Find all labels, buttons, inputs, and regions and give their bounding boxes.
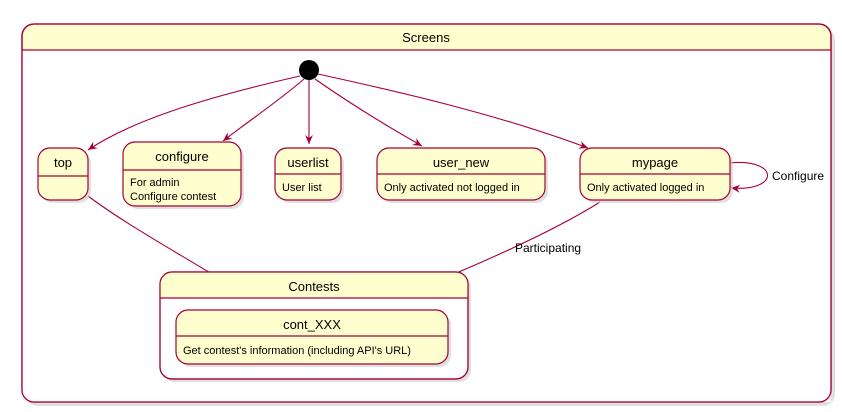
arrow-init-mypage [317, 73, 589, 149]
state-user-new-name: user_new [433, 155, 490, 170]
state-top-name: top [54, 155, 72, 170]
state-top: top [37, 147, 91, 203]
arrow-init-top [87, 75, 301, 151]
state-configure-name: configure [155, 149, 208, 164]
state-userlist-name: userlist [287, 155, 329, 170]
contests-title: Contests [288, 279, 340, 294]
initial-state [299, 60, 319, 80]
state-user-new: user_new Only activated not logged in [376, 147, 548, 203]
state-configure-desc-2: Configure contest [130, 191, 216, 203]
state-mypage-name: mypage [632, 155, 678, 170]
label-participating-transition: Participating [515, 241, 581, 255]
state-userlist: userlist User list [274, 147, 344, 203]
arrow-init-configure [222, 78, 305, 142]
state-user-new-desc: Only activated not logged in [384, 182, 520, 194]
state-cont-xxx-name: cont_XXX [283, 317, 341, 332]
label-configure-transition: Configure [772, 169, 824, 183]
state-configure: configure For admin Configure contest [122, 141, 244, 209]
state-cont-xxx-desc: Get contest's information (including API… [183, 345, 411, 357]
arrow-init-user-new [314, 78, 423, 147]
state-configure-desc-1: For admin [130, 177, 180, 189]
state-userlist-desc: User list [282, 182, 322, 194]
state-cont-xxx: cont_XXX Get contest's information (incl… [175, 309, 451, 367]
screens-title: Screens [402, 30, 450, 45]
state-mypage: mypage Only activated logged in [579, 147, 733, 203]
arrow-mypage-self [728, 161, 769, 193]
state-mypage-desc: Only activated logged in [587, 182, 704, 194]
